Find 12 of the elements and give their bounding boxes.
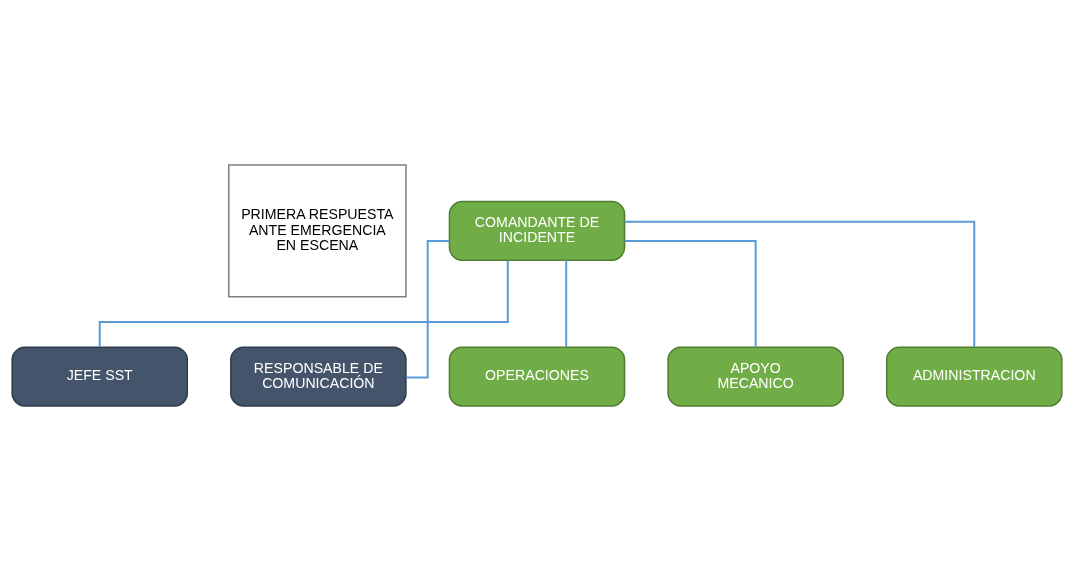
node-box: RESPONSABLE DE COMUNICACIÓN — [230, 346, 407, 407]
connector — [565, 259, 568, 347]
node-box: COMANDANTE DE INCIDENTE — [448, 200, 626, 261]
connector — [98, 260, 509, 347]
connector — [624, 220, 976, 347]
connector — [406, 239, 450, 379]
node-box: ADMINISTRACION — [885, 346, 1063, 407]
connector — [624, 239, 757, 347]
node-box: JEFE SST — [11, 346, 189, 407]
node-box: PRIMERA RESPUESTA ANTE EMERGENCIA EN ESCENA — [228, 163, 407, 297]
node-box: APOYO MECANICO — [667, 346, 844, 407]
node-box: OPERACIONES — [448, 346, 626, 407]
